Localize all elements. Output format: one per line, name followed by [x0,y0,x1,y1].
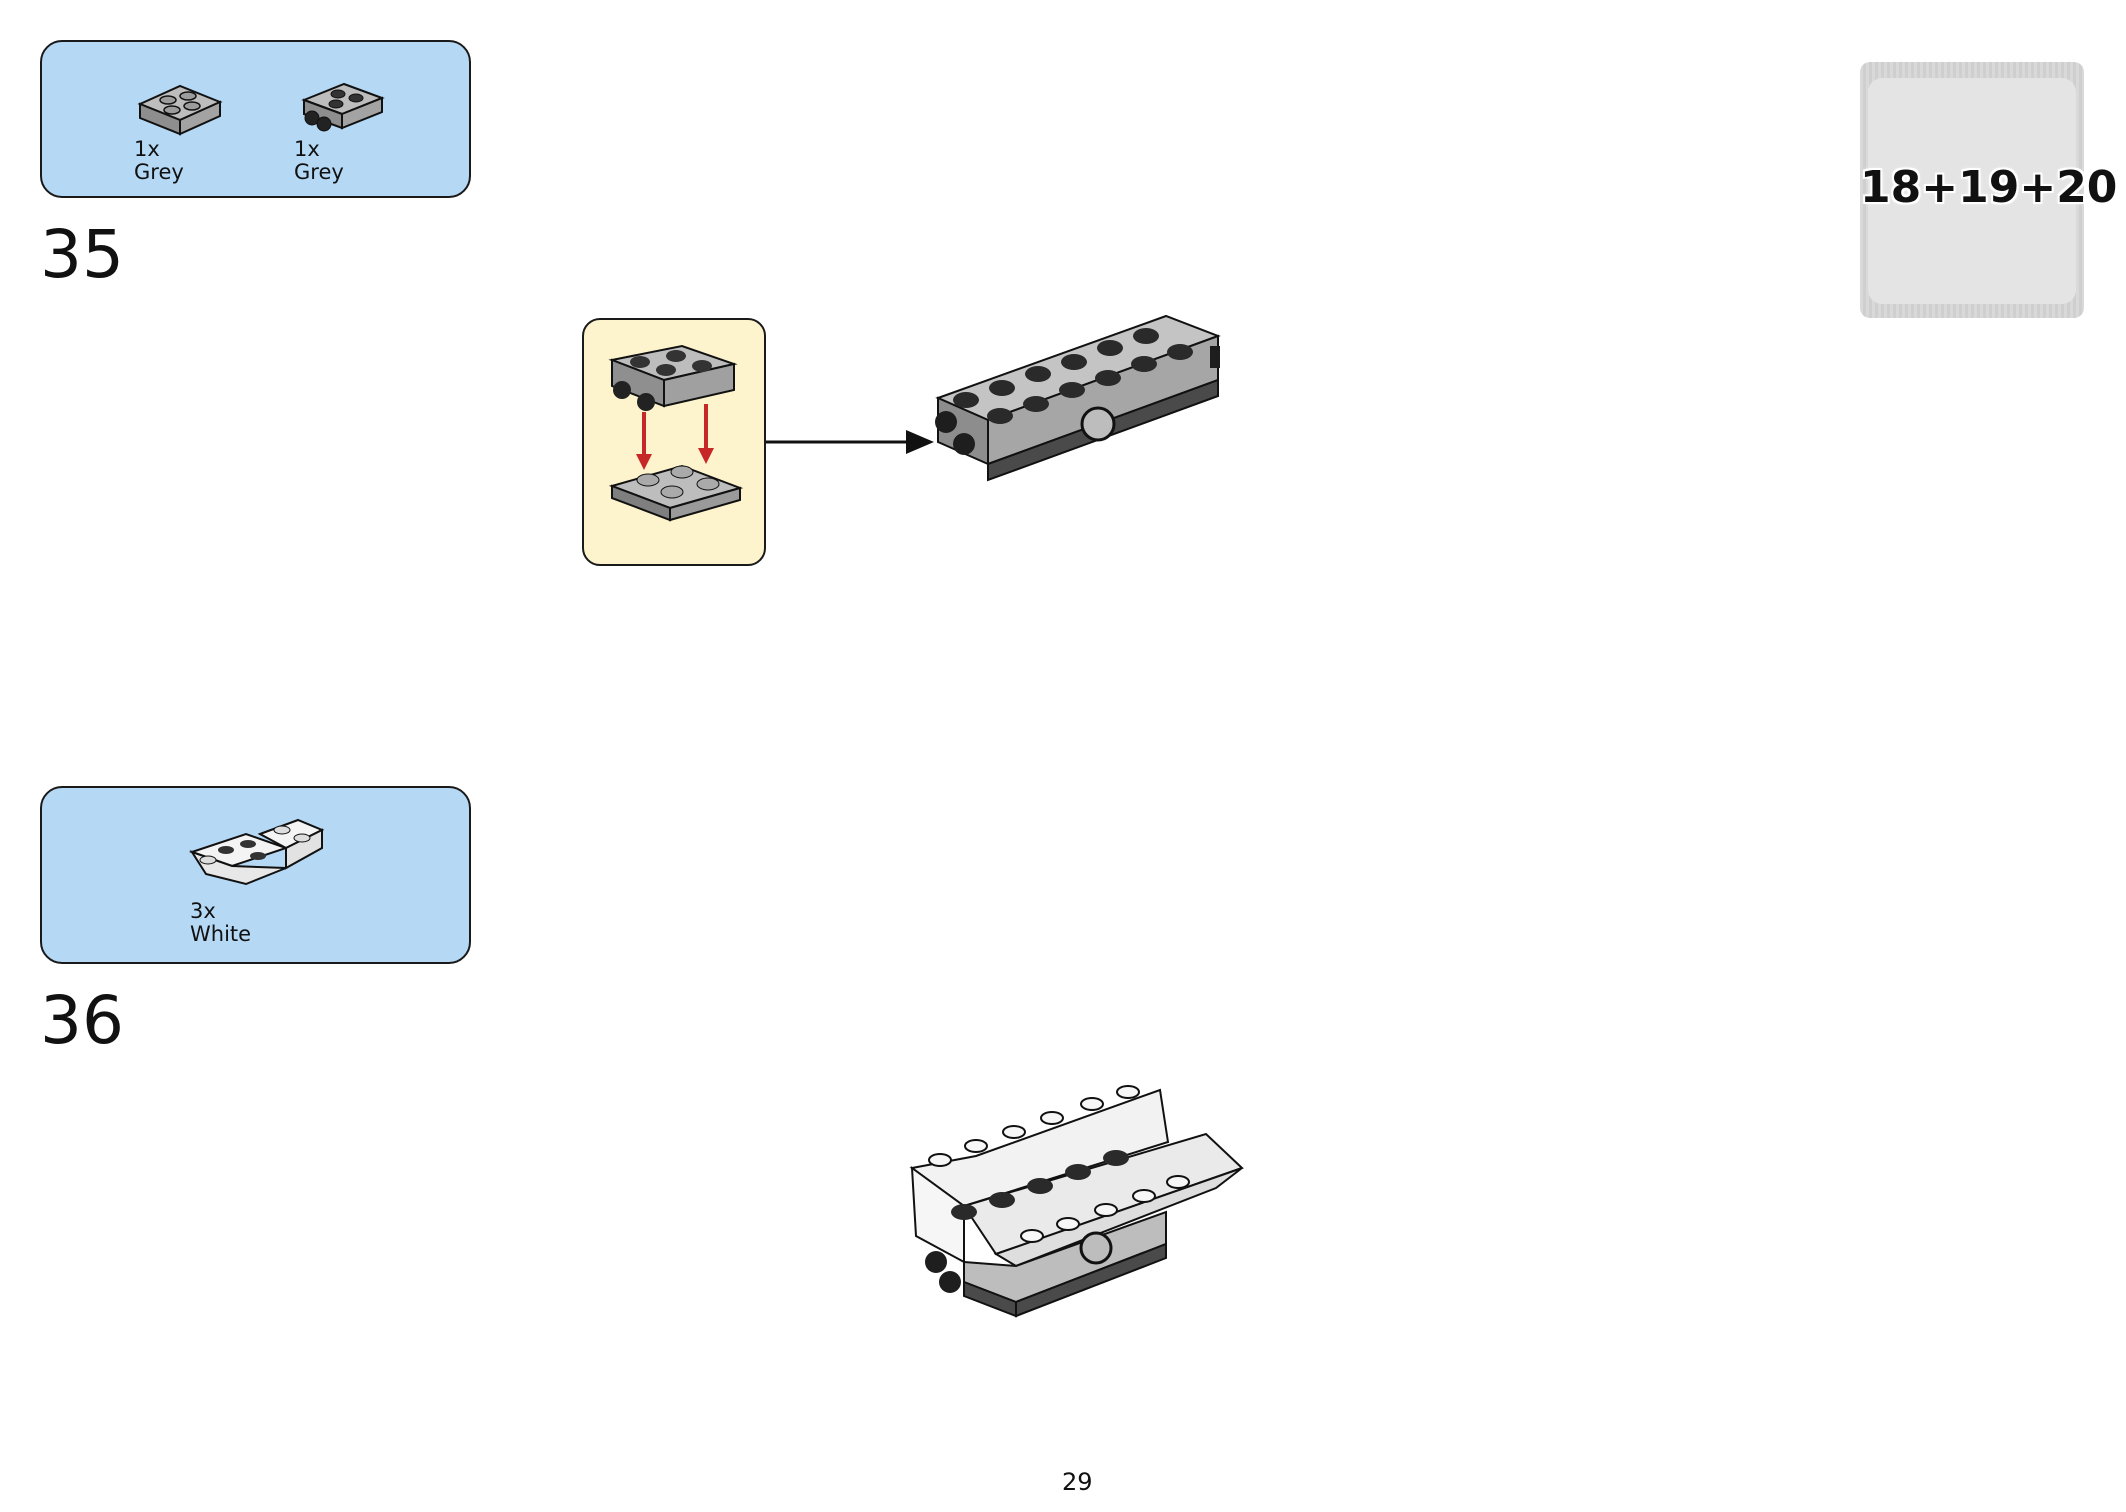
part-color: Grey [294,160,344,184]
bag-number-label: 18+19+20 [1860,162,2118,213]
parts-bag: 18+19+20 [1860,62,2118,318]
grey-bracket-plate-icon [301,82,385,132]
step-36-assembly-illustration [909,1085,1244,1318]
sub-assembly-callout [582,318,766,566]
bag-contents [1868,78,2076,304]
part-color: White [190,922,252,946]
sub-assembly-illustration [608,344,744,522]
part-color: Grey [134,160,184,184]
step-number: 35 [40,216,124,293]
grey-inverted-plate-icon [137,84,223,136]
step-35-assembly-illustration [935,314,1221,482]
step-number: 36 [40,982,124,1059]
assembly-arrow [766,430,934,454]
part-qty: 1x [294,137,320,161]
parts-list-step-35: 1x Grey 1x Grey [40,40,471,198]
part-qty: 1x [134,137,160,161]
part-qty: 3x [190,899,216,923]
page-number: 29 [1062,1468,1093,1496]
white-inverted-slope-icon [188,818,325,886]
parts-list-step-36: 3x White [40,786,471,964]
